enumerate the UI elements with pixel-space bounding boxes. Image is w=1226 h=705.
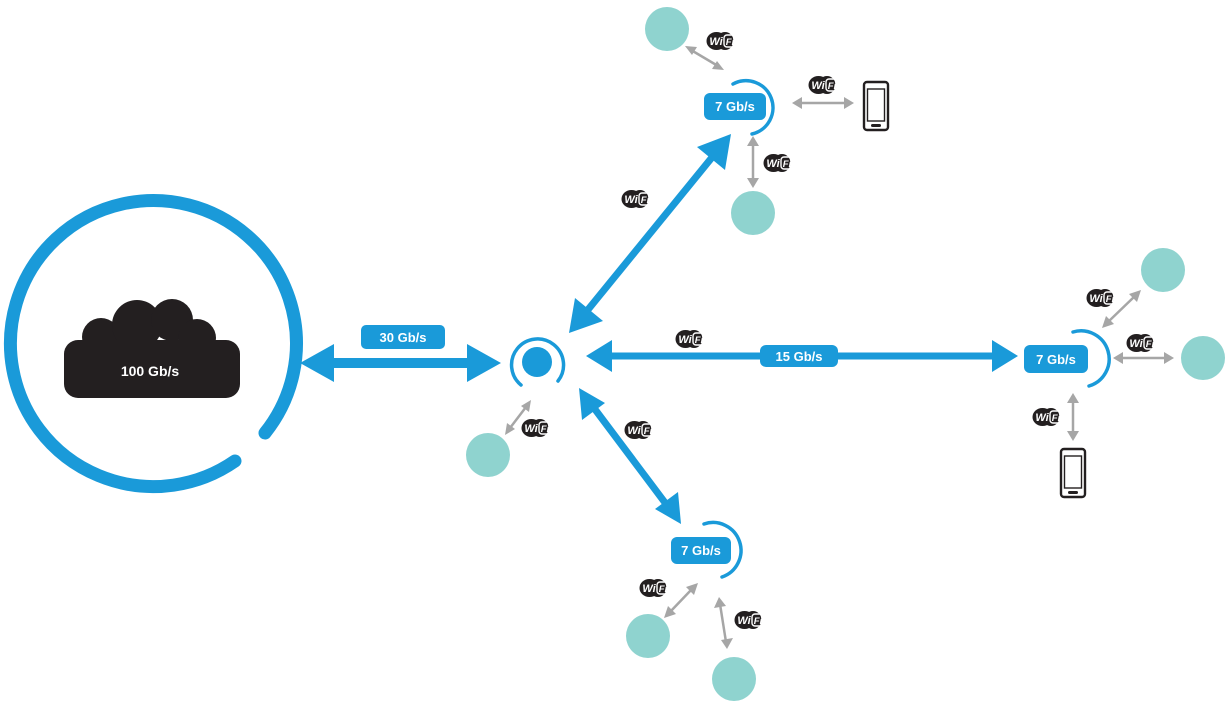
hub-local-device-link <box>505 400 531 435</box>
smartphone-icon <box>862 80 890 132</box>
hub-node <box>509 337 566 387</box>
device-circle <box>466 433 510 477</box>
cloud-icon <box>64 299 240 398</box>
device-link <box>714 597 733 649</box>
link-label-cloud-hub: 30 Gb/s <box>380 330 427 345</box>
device-circle <box>731 191 775 235</box>
device-circle <box>712 657 756 701</box>
router-top: 7 Gb/s <box>704 78 775 136</box>
router-right: 7 Gb/s <box>1024 329 1111 388</box>
device-link <box>1113 352 1174 364</box>
wifi-icon <box>1031 407 1063 427</box>
device-link <box>1067 393 1079 441</box>
link-label-hub-right: 15 Gb/s <box>776 349 823 364</box>
cloud-ring <box>3 194 303 494</box>
hub-top-link <box>569 134 731 333</box>
device-circle <box>1181 336 1225 380</box>
router-bottom: 7 Gb/s <box>671 520 743 579</box>
wifi-icon <box>674 329 706 349</box>
router-label-bottom: 7 Gb/s <box>681 543 721 558</box>
device-link <box>1102 290 1141 328</box>
device-link <box>664 583 698 618</box>
wifi-icon <box>1085 288 1117 308</box>
hub-bottom-link <box>579 388 681 524</box>
device-link <box>792 97 854 109</box>
arrowhead-left <box>300 344 334 382</box>
wifi-icon <box>520 418 552 438</box>
hub-right-link: 15 Gb/s <box>586 340 1018 372</box>
wifi-icon <box>733 610 765 630</box>
link-badge <box>760 345 838 367</box>
cloud-hub-link: 30 Gb/s <box>300 325 501 382</box>
wifi-icon <box>705 31 737 51</box>
device-link <box>747 136 759 188</box>
cloud-node: 100 Gb/s <box>3 194 303 494</box>
device-circle <box>1141 248 1185 292</box>
device-circle <box>626 614 670 658</box>
wifi-icon <box>807 75 839 95</box>
wifi-icon <box>620 189 652 209</box>
wifi-icon <box>762 153 794 173</box>
cloud-label: 100 Gb/s <box>121 363 180 379</box>
device-circle <box>645 7 689 51</box>
link-badge <box>361 325 445 349</box>
wifi-icon <box>1125 333 1157 353</box>
device-link <box>685 46 724 70</box>
wifi-icon <box>623 420 655 440</box>
router-label-right: 7 Gb/s <box>1036 352 1076 367</box>
smartphone-icon <box>1059 447 1087 499</box>
wifi-icon <box>638 578 670 598</box>
arrowhead-right <box>467 344 501 382</box>
router-label-top: 7 Gb/s <box>715 99 755 114</box>
